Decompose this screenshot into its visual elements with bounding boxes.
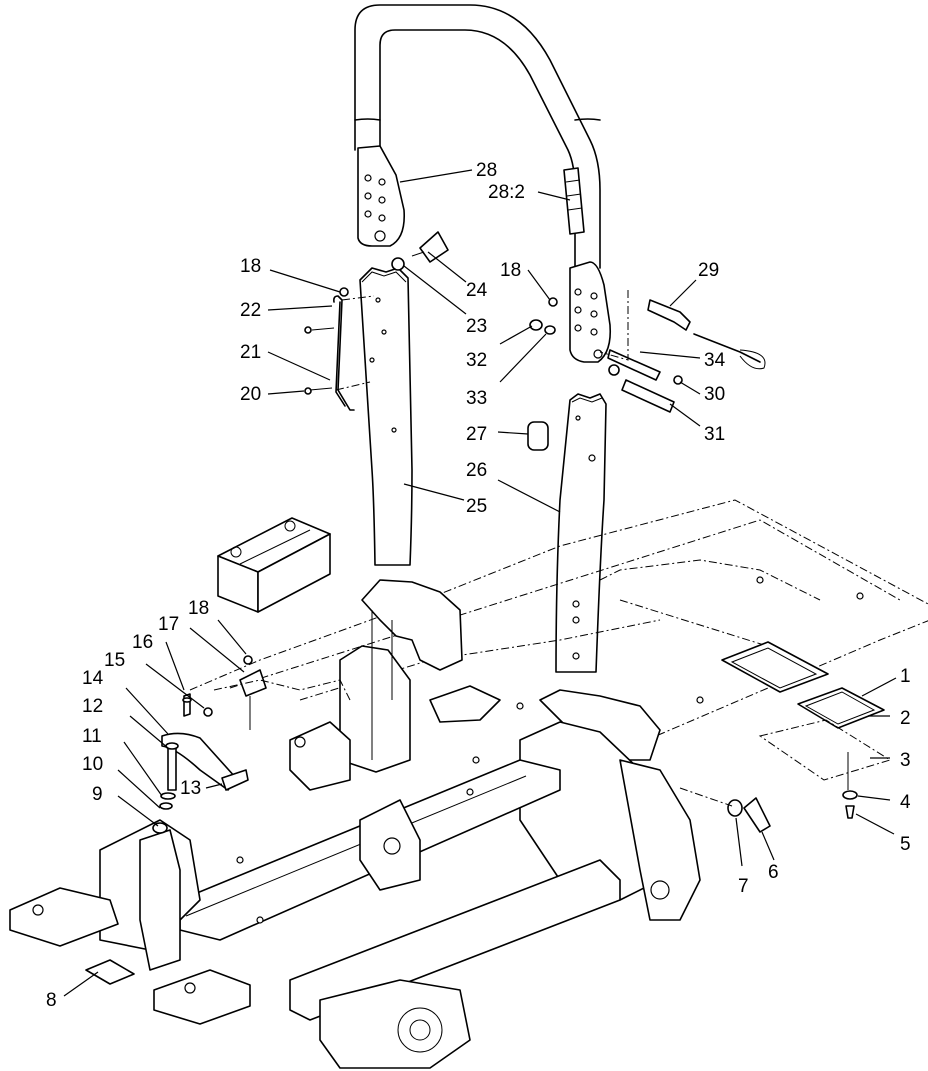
callout-4: 4 — [900, 792, 911, 813]
callout-labels: 28 28:2 18 24 22 23 21 20 25 18 29 32 34… — [46, 160, 911, 1011]
callout-28: 28 — [476, 160, 497, 181]
callout-25: 25 — [466, 496, 487, 517]
callout-22: 22 — [240, 300, 261, 321]
callout-24: 24 — [466, 280, 488, 301]
callout-5: 5 — [900, 834, 911, 855]
callout-17: 17 — [158, 614, 179, 635]
callout-6: 6 — [768, 862, 779, 883]
front-left-hardware — [152, 655, 351, 834]
chassis-components — [9, 576, 864, 1069]
callout-21: 21 — [240, 342, 261, 363]
callout-2: 2 — [900, 708, 911, 729]
callout-30: 30 — [704, 384, 725, 405]
hardware-upper-left — [304, 231, 449, 411]
callout-31: 31 — [704, 424, 725, 445]
roll-bar-lower-left — [359, 267, 413, 566]
callout-16: 16 — [132, 632, 153, 653]
callout-7: 7 — [738, 876, 749, 897]
callout-15: 15 — [104, 650, 125, 671]
roll-bar-upper — [354, 4, 612, 363]
callout-1: 1 — [900, 666, 911, 687]
callout-9: 9 — [92, 784, 103, 805]
callout-26: 26 — [466, 460, 487, 481]
roll-bar-lower-right — [555, 393, 607, 673]
callout-28-2: 28:2 — [488, 182, 525, 203]
callout-33: 33 — [466, 388, 487, 409]
callout-34: 34 — [704, 350, 726, 371]
callout-18-upper-left: 18 — [240, 256, 261, 277]
callout-11: 11 — [82, 726, 102, 747]
callout-3: 3 — [900, 750, 911, 771]
leader-lines — [63, 169, 897, 997]
callout-14: 14 — [82, 668, 104, 689]
battery — [217, 517, 331, 613]
callout-27: 27 — [466, 424, 487, 445]
callout-18-lower: 18 — [188, 598, 209, 619]
callout-32: 32 — [466, 350, 487, 371]
callout-8: 8 — [46, 990, 57, 1011]
callout-23: 23 — [466, 316, 487, 337]
hardware-right — [527, 290, 766, 451]
callout-18-upper-right: 18 — [500, 260, 521, 281]
callout-20: 20 — [240, 384, 261, 405]
callout-12: 12 — [82, 696, 103, 717]
callout-29: 29 — [698, 260, 719, 281]
callout-10: 10 — [82, 754, 103, 775]
callout-13: 13 — [180, 778, 201, 799]
